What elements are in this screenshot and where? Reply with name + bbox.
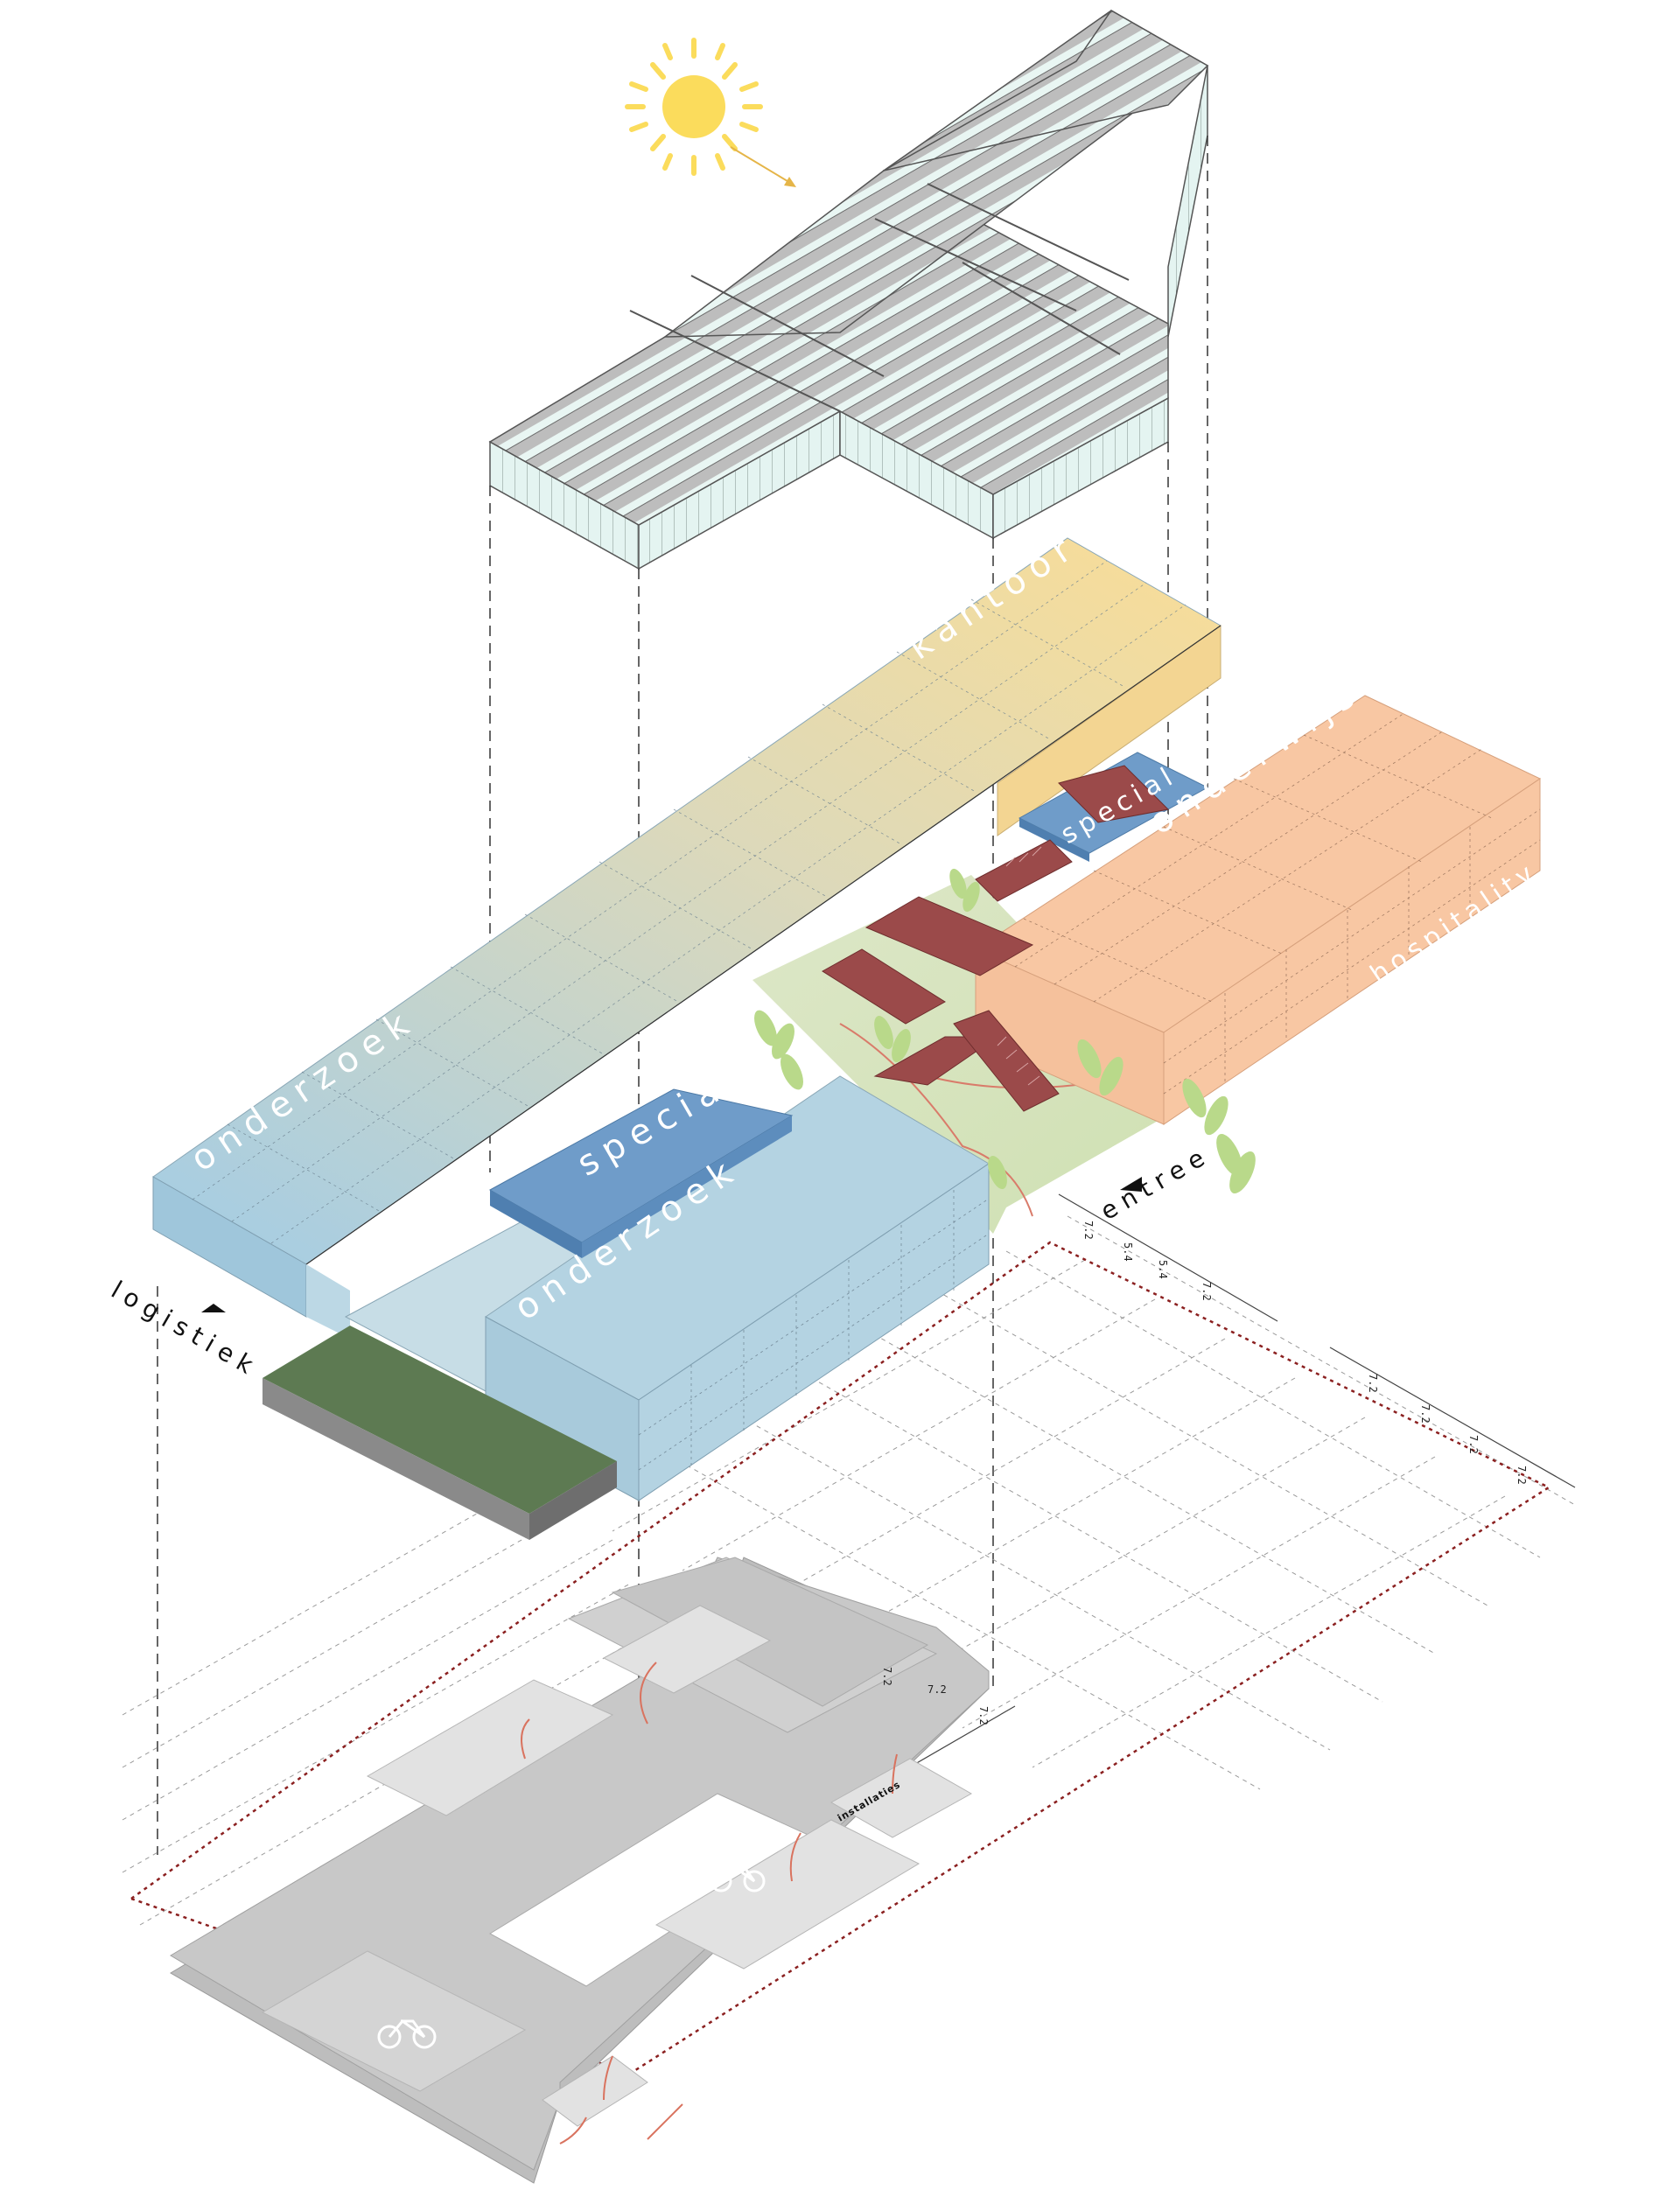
basement-bike-room-right <box>654 1819 920 1970</box>
right-dimensions: 7.2 7.2 7.2 7.2 <box>1367 1374 1528 1485</box>
logistiek-marker <box>201 1304 226 1312</box>
main-building-block <box>152 537 1222 1318</box>
roof-surface-top <box>883 10 1209 171</box>
basement-top-arm <box>611 1557 929 1707</box>
basement-court-2 <box>602 1605 772 1694</box>
onderzoek-lower-plaza <box>306 1264 350 1339</box>
site-grid <box>122 1215 1576 1926</box>
svg-text:7.2: 7.2 <box>977 1706 990 1725</box>
sun-icon <box>625 38 796 187</box>
green-roof-slab <box>262 1326 617 1540</box>
onderzoek-block-side <box>638 1163 990 1501</box>
basement-court-1 <box>366 1679 614 1816</box>
svg-text:7.2: 7.2 <box>1419 1404 1432 1424</box>
entree-marker <box>1120 1177 1142 1192</box>
roof-glass-facade-rear <box>1167 65 1208 338</box>
entree-label: entree <box>1096 1140 1215 1226</box>
svg-text:7.2: 7.2 <box>1367 1374 1379 1393</box>
basement-level <box>170 1557 990 2184</box>
basement-bike-room-left <box>261 1950 527 2092</box>
onderzoek-front-block <box>306 1075 990 1501</box>
bicycle-icon <box>377 2019 437 2049</box>
arrow-icon <box>521 1662 898 2145</box>
stairs-bridges <box>822 765 1170 1112</box>
svg-text:7.2: 7.2 <box>1516 1466 1528 1485</box>
svg-text:7.2: 7.2 <box>1467 1435 1480 1454</box>
stair-treads <box>997 846 1042 1086</box>
basement-installations-room <box>830 1758 973 1838</box>
bicycle-icon-right <box>710 1864 766 1893</box>
svg-text:7.2: 7.2 <box>881 1667 893 1686</box>
main-block-front-right <box>997 625 1222 836</box>
svg-text:7.2: 7.2 <box>1200 1282 1213 1301</box>
svg-text:7.2: 7.2 <box>928 1683 947 1696</box>
svg-text:5.4: 5.4 <box>1122 1242 1134 1262</box>
svg-text:5.4: 5.4 <box>1157 1260 1169 1279</box>
basement-ramp <box>542 2055 648 2127</box>
plant-icon <box>754 868 1256 1194</box>
svg-text:7.2: 7.2 <box>1082 1221 1095 1240</box>
special-block-left <box>488 1088 794 1258</box>
top-dimensions: 7.2 5.4 5.4 7.2 <box>1082 1221 1213 1301</box>
basement-dimensions: 7.2 7.2 7.2 <box>881 1667 990 1725</box>
logistiek-label: logistiek <box>107 1275 264 1382</box>
sawtooth-roof <box>488 10 1209 570</box>
garden-path-2 <box>927 1075 1077 1089</box>
garden-path <box>839 1023 1033 1217</box>
